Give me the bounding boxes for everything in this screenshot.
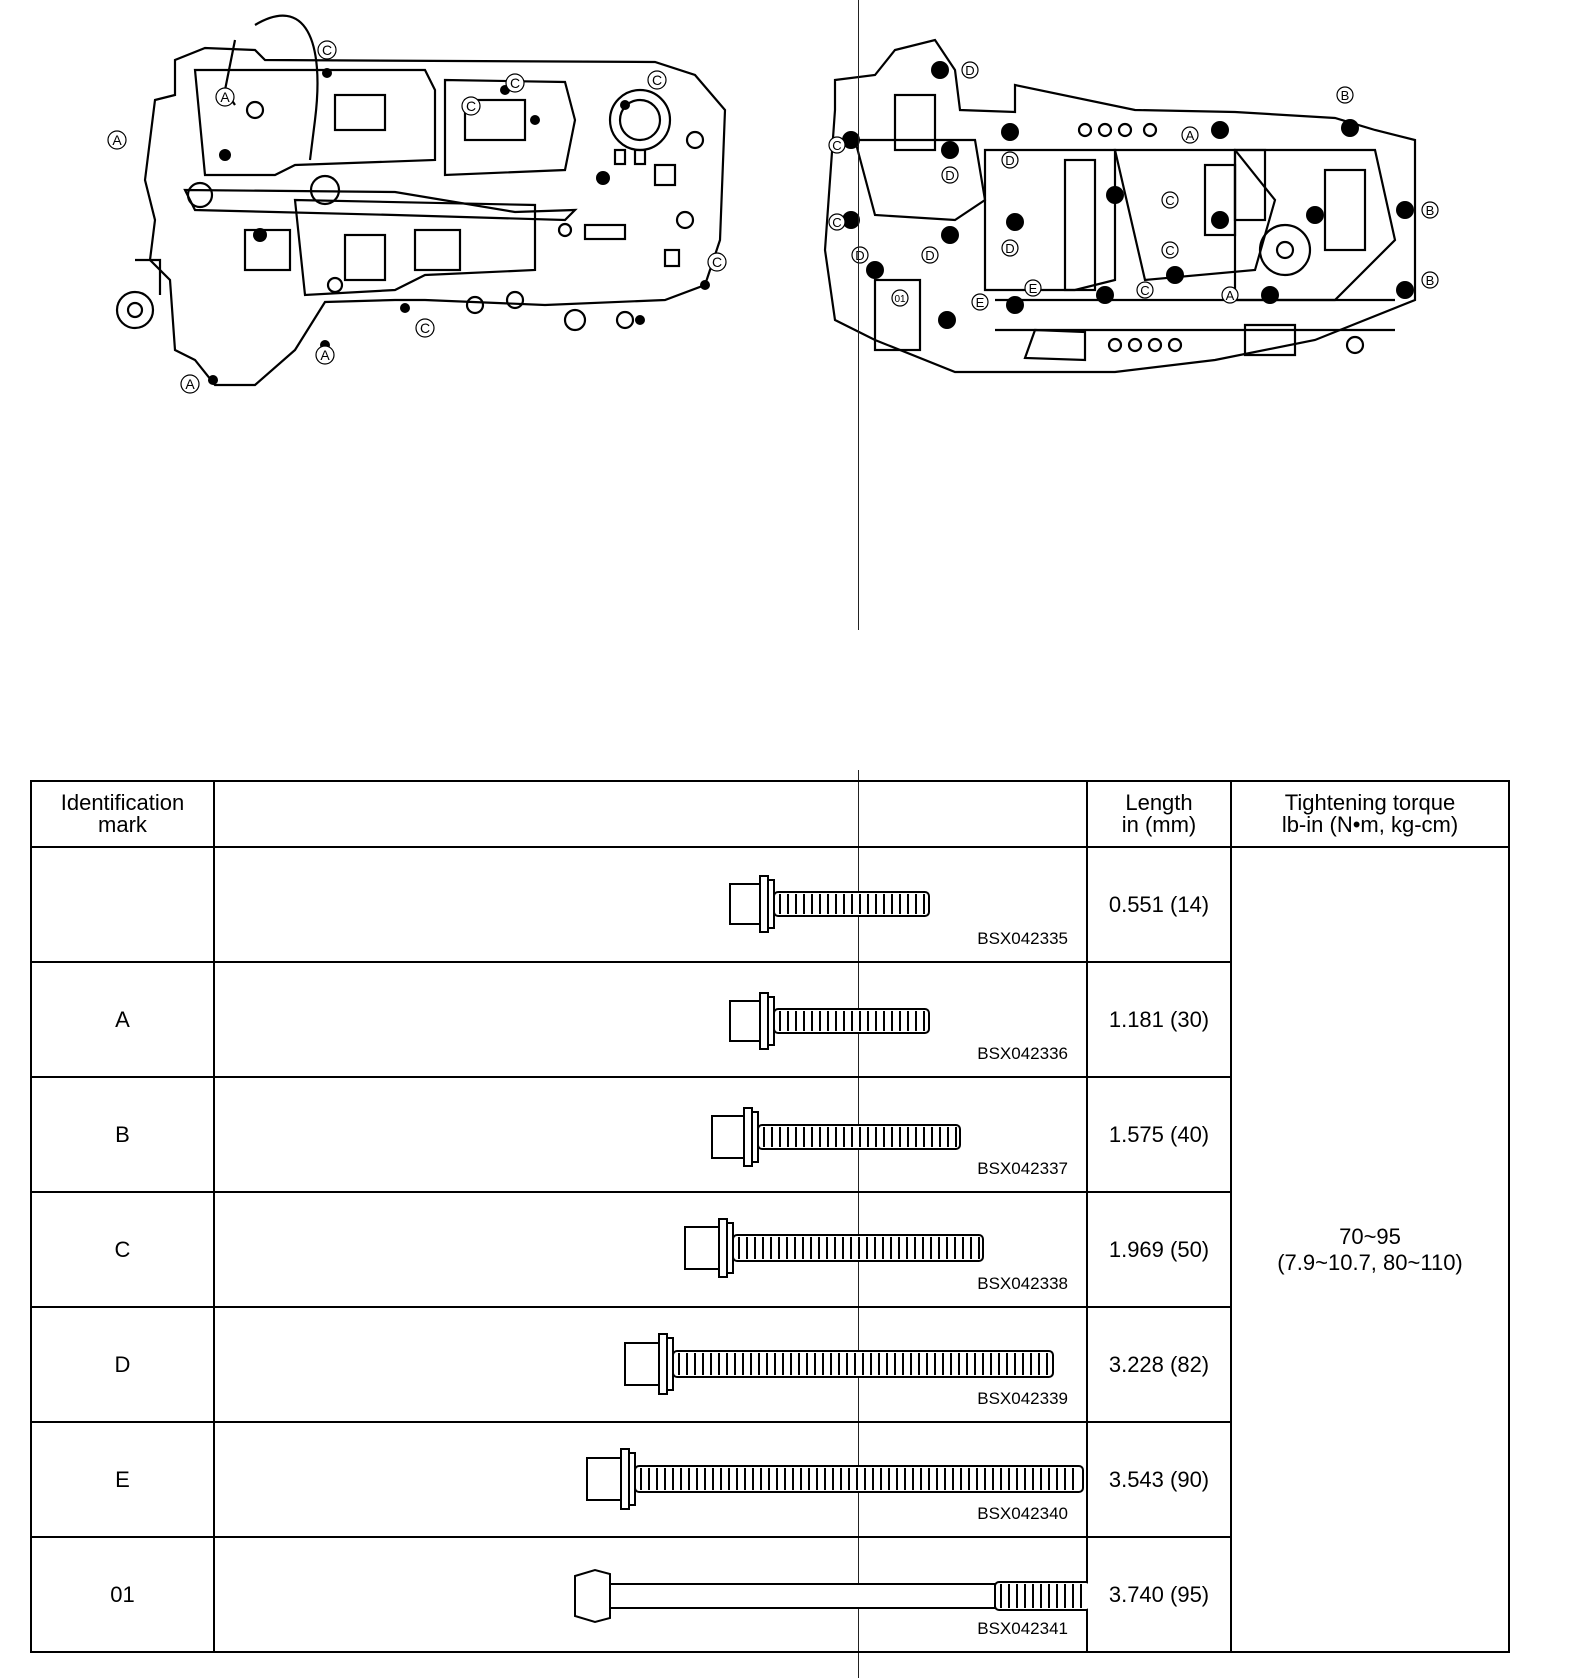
header-length-line1: Length — [1125, 790, 1193, 815]
bolt-flange-icon — [729, 992, 930, 1050]
header-torque-line2: lb-in (N•m, kg-cm) — [1281, 812, 1459, 837]
svg-text:C: C — [420, 320, 430, 336]
bolt-image-cell: BSX042337 — [213, 1076, 1088, 1193]
svg-text:A: A — [220, 89, 230, 105]
svg-text:C: C — [652, 72, 662, 88]
page-divider — [858, 0, 859, 630]
svg-text:D: D — [925, 248, 934, 263]
svg-text:A: A — [112, 132, 122, 148]
length-cell: 3.228 (82) — [1086, 1306, 1232, 1423]
svg-text:B: B — [1426, 273, 1435, 288]
svg-text:D: D — [1005, 241, 1014, 256]
bolt-flange-icon — [684, 1218, 984, 1278]
svg-text:C: C — [1165, 243, 1174, 258]
image-code: BSX042336 — [977, 1044, 1068, 1063]
header-length: Length in (mm) — [1086, 780, 1232, 848]
svg-text:E: E — [976, 295, 985, 310]
image-code: BSX042337 — [977, 1159, 1068, 1178]
table-row: B BSX042337 1.575 (40) — [30, 1076, 1509, 1193]
svg-text:A: A — [1186, 128, 1195, 143]
mark-cell: B — [30, 1076, 215, 1193]
image-code: BSX042338 — [977, 1274, 1068, 1293]
bolt-flange-icon — [586, 1448, 1084, 1510]
header-length-line2: in (mm) — [1121, 812, 1197, 837]
svg-text:D: D — [855, 248, 864, 263]
image-code: BSX042339 — [977, 1389, 1068, 1408]
table-row: D BSX042339 3.228 (82) — [30, 1306, 1509, 1423]
valve-body-upper-diagram: D A B C C D D B C C D D C D B E E A 01 — [823, 38, 1439, 374]
table-row: C BSX042338 1.969 (50) — [30, 1191, 1509, 1308]
length-cell: 3.543 (90) — [1086, 1421, 1232, 1538]
svg-text:D: D — [965, 63, 974, 78]
header-image — [213, 780, 1088, 848]
svg-text:C: C — [712, 254, 722, 270]
svg-text:01: 01 — [894, 294, 906, 305]
image-code: BSX042335 — [977, 929, 1068, 948]
svg-text:C: C — [832, 215, 841, 230]
bolt-image-cell: BSX042335 — [213, 846, 1088, 963]
bolt-spec-table: Identification mark Length in (mm) Tight… — [30, 780, 1510, 1653]
length-cell: 1.969 (50) — [1086, 1191, 1232, 1308]
table-header-row: Identification mark Length in (mm) Tight… — [30, 780, 1510, 848]
svg-text:A: A — [1226, 288, 1235, 303]
length-cell: 0.551 (14) — [1086, 846, 1232, 963]
mark-cell: C — [30, 1191, 215, 1308]
header-mark-line1: Identification — [60, 790, 185, 815]
table-row: A BSX042336 1.181 (30) — [30, 961, 1509, 1078]
mark-cell — [30, 846, 215, 963]
svg-text:D: D — [945, 168, 954, 183]
svg-text:E: E — [1029, 281, 1038, 296]
torque-value-line1: 70~95 — [1339, 1223, 1401, 1249]
header-mark-line2: mark — [98, 812, 147, 837]
header-torque-line1: Tightening torque — [1284, 790, 1456, 815]
image-code: BSX042340 — [977, 1504, 1068, 1523]
header-torque: Tightening torque lb-in (N•m, kg-cm) — [1230, 780, 1510, 848]
valve-body-lower-diagram: A A A A C C C C C C — [107, 14, 727, 394]
svg-text:C: C — [832, 138, 841, 153]
mark-cell: E — [30, 1421, 215, 1538]
svg-text:C: C — [466, 98, 476, 114]
bolt-image-cell: BSX042338 — [213, 1191, 1088, 1308]
svg-text:C: C — [1165, 193, 1174, 208]
torque-cell: 70~95 (7.9~10.7, 80~110) — [1230, 846, 1510, 1653]
svg-text:C: C — [510, 75, 520, 91]
mark-cell: D — [30, 1306, 215, 1423]
bolt-image-cell: BSX042340 — [213, 1421, 1088, 1538]
bolt-hex-head-icon — [574, 1568, 1088, 1624]
length-cell: 1.575 (40) — [1086, 1076, 1232, 1193]
svg-text:C: C — [322, 42, 332, 58]
bolt-image-cell: BSX042336 — [213, 961, 1088, 1078]
bolt-flange-icon — [711, 1107, 961, 1167]
svg-text:C: C — [1140, 283, 1149, 298]
bolt-image-cell: BSX042341 — [213, 1536, 1088, 1653]
header-identification-mark: Identification mark — [30, 780, 215, 848]
bolt-flange-icon — [624, 1333, 1054, 1395]
mark-cell: A — [30, 961, 215, 1078]
table-row: 01 BSX042341 3.740 (95) — [30, 1536, 1509, 1653]
bolt-image-cell: BSX042339 — [213, 1306, 1088, 1423]
svg-text:B: B — [1426, 203, 1435, 218]
length-cell: 3.740 (95) — [1086, 1536, 1232, 1653]
image-code: BSX042341 — [977, 1619, 1068, 1638]
length-cell: 1.181 (30) — [1086, 961, 1232, 1078]
torque-value-line2: (7.9~10.7, 80~110) — [1277, 1249, 1463, 1275]
bolt-flange-icon — [729, 875, 930, 933]
table-row: BSX042335 0.551 (14) 70~95 (7.9~10.7, 80… — [30, 846, 1510, 1653]
table-row: E BSX042340 3.543 (90) — [30, 1421, 1509, 1538]
svg-text:B: B — [1341, 88, 1350, 103]
mark-cell: 01 — [30, 1536, 215, 1653]
svg-text:A: A — [320, 347, 330, 363]
svg-text:D: D — [1005, 153, 1014, 168]
svg-text:A: A — [185, 376, 195, 392]
